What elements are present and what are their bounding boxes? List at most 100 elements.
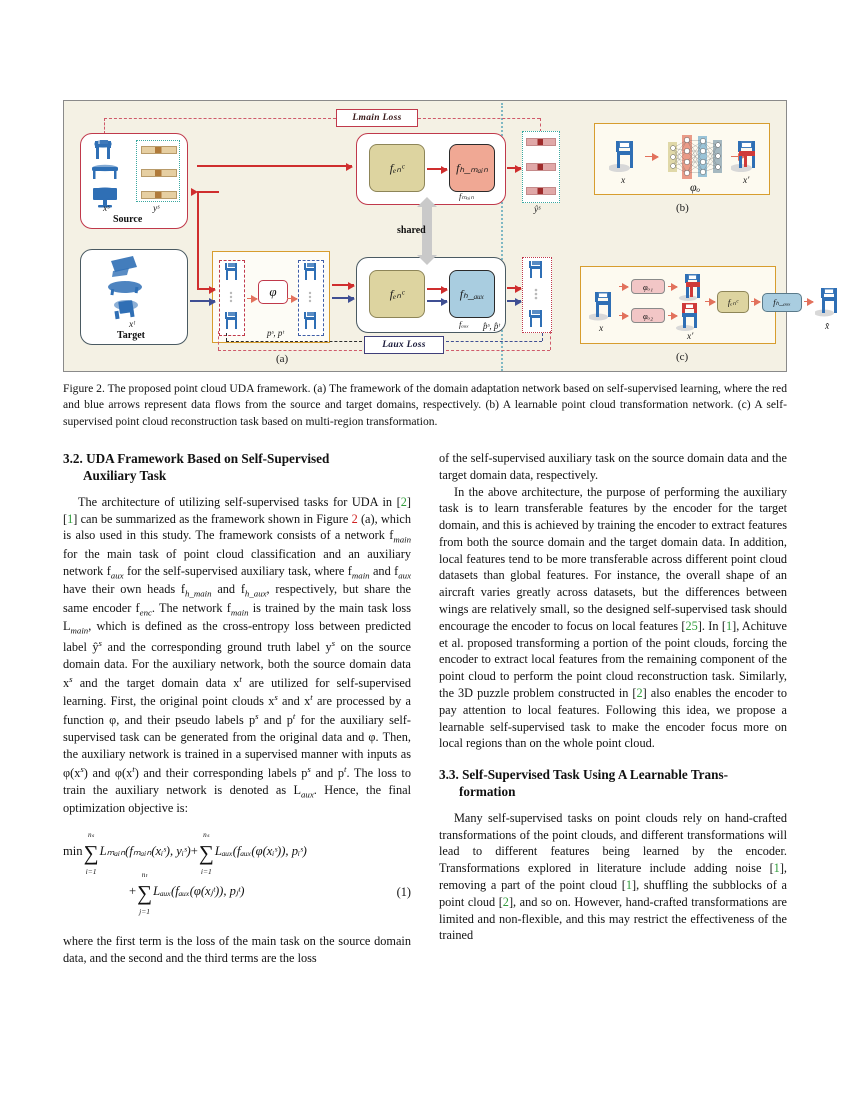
fmain-to-yhat-arrow [507, 165, 522, 173]
pseudo-label-text: pˢ, pᵗ [267, 328, 284, 338]
figure-ref-2: 2 [351, 511, 358, 526]
p-frag: ], Achituve et al. proposed transforming… [439, 618, 788, 700]
to-fenc-arrow [705, 298, 716, 306]
citation-25: 25 [685, 618, 698, 633]
lmain-loss-box: Lmain Loss [336, 109, 418, 127]
section-3-2-title-line2: Auxiliary Task [83, 468, 167, 484]
p-frag: , which is defined as the cross-entropy … [63, 619, 411, 654]
sub-main: main [393, 534, 411, 545]
laux-feedback-right-blue-up [542, 333, 543, 341]
p-frag: ) and their corresponding labels p [134, 765, 308, 780]
p-frag: on the source domain data. For the auxil… [63, 639, 411, 690]
panel-c-x-label: x [599, 324, 604, 334]
section-3-2-number: 3.2. [63, 451, 83, 466]
eq-term-1: Lₘₐᵢₙ(fₘₐᵢₙ(xᵢˢ), yᵢˢ) [99, 843, 191, 858]
p-frag: and the target domain data x [72, 675, 240, 690]
shared-encoder-arrow [417, 197, 437, 265]
panel-b-label: (b) [676, 202, 689, 214]
eq-min: min [63, 843, 83, 858]
p-frag: ], removing a part of the point cloud [ [439, 861, 787, 893]
p-frag: The architecture of utilizing self-super… [78, 494, 401, 509]
panel-c-output-chair-icon [815, 288, 837, 317]
sub-aux: aux [110, 570, 124, 581]
p-frag: . The network f [151, 600, 231, 615]
sum-upper-limit: nₛ [87, 830, 95, 839]
panel-a-label: (a) [276, 353, 289, 365]
sub-aux: aux [301, 789, 314, 800]
p-hat-label: p̂ˢ, p̂ᵗ [483, 321, 500, 331]
section-3-2-title-line1: UDA Framework Based on Self-Supervised [86, 451, 330, 466]
sup-t: t [310, 692, 313, 703]
p-frag: ] [ [63, 494, 411, 526]
sum-lower-limit: i=1 [200, 866, 212, 876]
f-enc-aux-block: fₑₙᶜ [369, 270, 425, 318]
panel-c-to-phi2-arrow [619, 312, 629, 320]
eq-term-2: Lₐᵤₓ(fₐᵤₓ(φ(xᵢˢ)), pᵢˢ) [214, 843, 307, 858]
laux-feedback-right-blue [446, 341, 542, 342]
laux-feedback-right-red-up [550, 331, 551, 350]
figure-caption: Figure 2. The proposed point cloud UDA f… [63, 382, 787, 428]
panel-b-in-arrow [645, 153, 659, 161]
laux-feedback-left-black-up [226, 333, 227, 341]
p-frag: and x [277, 694, 311, 709]
p-frag: . The loss to train the auxiliary networ… [63, 765, 411, 797]
section-3-3-heading: 3.3. Self-Supervised Task Using A Learna… [439, 766, 787, 801]
panel-c-f-enc-block: fₑₙᶜ [717, 291, 749, 313]
laux-feedback-right-red [446, 350, 550, 351]
paragraph-3-2-3: In the above architecture, the purpose o… [439, 484, 787, 753]
source-box: xˢ yˢ Source [80, 133, 188, 229]
source-x-label: xˢ [103, 204, 110, 214]
shared-label: shared [397, 225, 426, 236]
source-branch-horizontal-top [197, 191, 219, 193]
citation-1: 1 [625, 878, 633, 893]
citation-1: 1 [725, 618, 733, 633]
citation-2: 2 [400, 494, 407, 509]
section-3-3-title-line1: Self-Supervised Task Using A Learnable T… [462, 767, 728, 783]
y-hat-label: ŷˢ [534, 205, 541, 215]
sup-s: s [69, 673, 73, 684]
p-frag: ) and φ(x [83, 765, 133, 780]
p-frag: and p [258, 713, 293, 728]
transformed-chair-1-icon [679, 274, 700, 301]
f-main-label: fₘₐᵢₙ [459, 191, 474, 201]
section-3-3-number: 3.3. [439, 767, 459, 783]
target-to-phi-arrow [190, 298, 216, 306]
p-frag: for the auxiliary self-supervised task c… [63, 713, 411, 780]
sup-t: t [132, 763, 135, 774]
f-enc-main-block: fₑₙᶜ [369, 144, 425, 192]
sub-main: main [70, 625, 89, 636]
p-frag: ] also enables the encoder to pay attent… [439, 685, 787, 751]
panel-c-f-h-aux-block: fₕ_ₐᵤₓ [762, 293, 802, 312]
phi-in-arrow [247, 295, 258, 303]
equation-number: (1) [396, 884, 411, 899]
sub-main: main [230, 607, 249, 618]
output-chair-icon [731, 141, 755, 172]
eq-plus: + [129, 883, 137, 898]
sup-s: s [274, 692, 278, 703]
panel-divider [501, 103, 503, 371]
y-hat-bar [526, 187, 556, 195]
y-hat-bar [526, 138, 556, 146]
eq-term-3: Lₐᵤₓ(fₐᵤₓ(φ(xⱼᵗ)), pⱼᵗ) [153, 883, 245, 898]
citation-2: 2 [502, 894, 509, 909]
p-frag: have their own heads f [63, 582, 186, 597]
p-frag: for the self-supervised auxiliary task, … [123, 563, 352, 578]
lmain-feedback-left [104, 118, 336, 119]
phi-omega-2-block: φₒ₂ [631, 308, 665, 323]
phi-to-faux-blue-arrow [332, 295, 355, 303]
faux-to-phat-blue-arrow [507, 298, 522, 306]
source-point-clouds-icon [92, 140, 118, 208]
fenc-to-head-arrow [751, 298, 761, 306]
sub-h-main: h_main [185, 588, 212, 599]
p-frag: . Hence, the final optimization objectiv… [63, 782, 411, 816]
panel-b-xprime-label: x′ [743, 176, 750, 186]
target-title: Target [117, 330, 145, 341]
p-frag: and f [369, 563, 399, 578]
input-chair-icon [609, 141, 633, 172]
p-frag: , respectively, but share the same encod… [63, 582, 411, 615]
sup-t: t [292, 711, 296, 722]
panel-c-xprime-label: x′ [687, 332, 694, 342]
p-frag: for the main task of point cloud classif… [63, 546, 411, 578]
panel-c-to-phi1-arrow [619, 283, 629, 291]
